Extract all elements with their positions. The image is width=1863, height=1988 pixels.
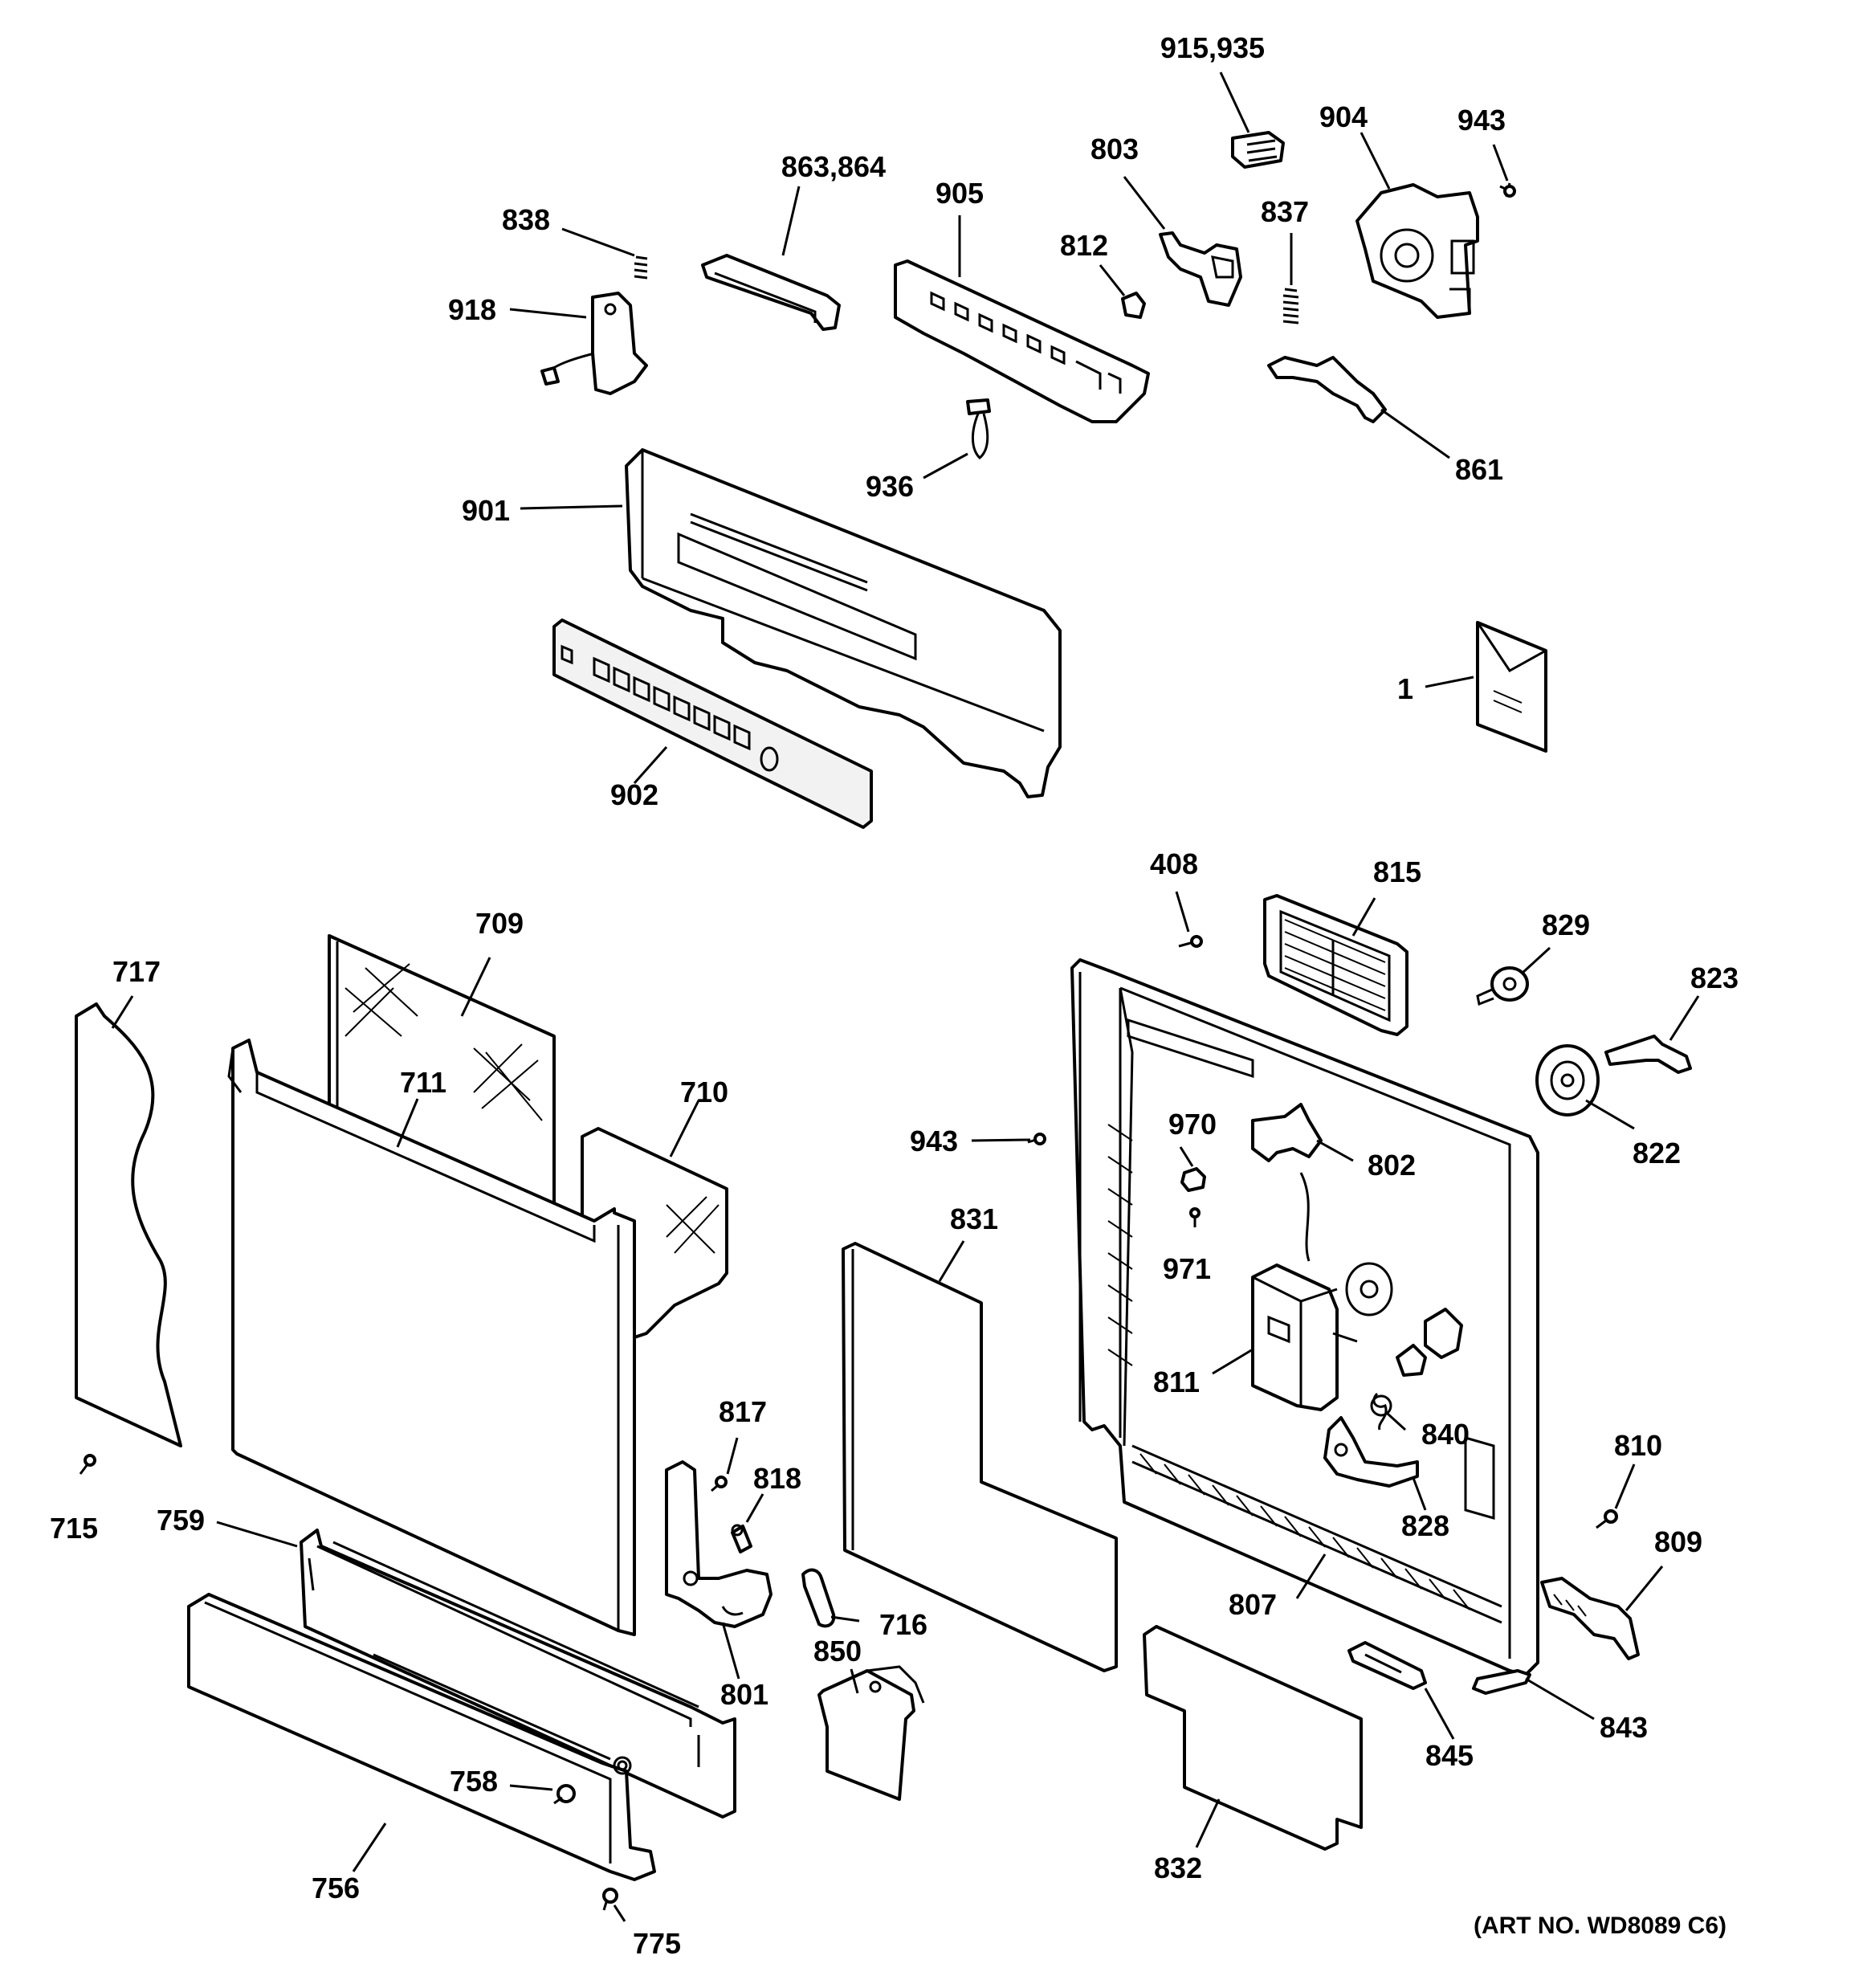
part-756-toe-kick [187, 1593, 656, 1881]
label-837: 837 [1261, 195, 1309, 228]
part-838-spring [561, 227, 648, 280]
label-812: 812 [1060, 229, 1108, 262]
label-904: 904 [1319, 100, 1368, 133]
label-970: 970 [1168, 1108, 1217, 1141]
label-717: 717 [112, 955, 161, 988]
label-802: 802 [1368, 1149, 1416, 1182]
part-408-screw [1175, 891, 1203, 948]
part-831-panel [842, 1240, 1118, 1672]
label-803: 803 [1090, 133, 1139, 165]
part-943-screw-top [1492, 144, 1516, 198]
label-408: 408 [1150, 847, 1198, 880]
label-918: 918 [448, 293, 496, 326]
label-809: 809 [1654, 1525, 1702, 1558]
part-850-bracket [817, 1665, 925, 1801]
part-832-insulation [1143, 1625, 1363, 1851]
label-756: 756 [312, 1872, 360, 1904]
label-831: 831 [950, 1202, 998, 1235]
part-810-screw [1596, 1463, 1636, 1529]
part-715-screw [79, 1454, 96, 1475]
callout-labels: 915,935 904 943 803 863,864 905 837 838 … [50, 31, 1739, 1960]
part-936-cable [923, 398, 991, 480]
label-850: 850 [813, 1635, 862, 1668]
part-905-control-board [894, 215, 1150, 423]
label-810: 810 [1614, 1429, 1662, 1462]
label-811: 811 [1153, 1365, 1200, 1398]
label-943-middle: 943 [910, 1125, 958, 1157]
part-759-bottom-trim [216, 1521, 736, 1819]
part-845-bracket [1347, 1641, 1455, 1740]
label-759: 759 [157, 1504, 205, 1537]
part-811-dispenser [1212, 1263, 1358, 1411]
label-843: 843 [1600, 1711, 1648, 1744]
part-809-hinge-arm [1540, 1565, 1664, 1660]
part-843-rod [1472, 1669, 1595, 1721]
part-802-latch [1251, 1103, 1354, 1162]
part-901-control-panel [625, 448, 1062, 798]
label-775: 775 [633, 1927, 681, 1960]
label-817: 817 [719, 1395, 767, 1428]
label-832: 832 [1154, 1851, 1202, 1884]
part-812-clip [1099, 264, 1146, 319]
part-775-screw [602, 1888, 626, 1922]
label-711: 711 [400, 1066, 446, 1099]
part-817-screw [711, 1437, 739, 1492]
label-715: 715 [50, 1512, 98, 1545]
part-902-nameplate [552, 618, 873, 829]
label-902: 902 [610, 778, 658, 811]
part-828-lever [1323, 1416, 1427, 1511]
label-971: 971 [1163, 1252, 1211, 1285]
part-829-knob [1476, 946, 1551, 1006]
part-971-screw [1189, 1207, 1201, 1227]
part-904-timer [1355, 132, 1479, 319]
label-845: 845 [1425, 1739, 1474, 1772]
label-807: 807 [1229, 1588, 1277, 1621]
label-936: 936 [866, 470, 914, 503]
part-863-864-bracket [701, 186, 841, 331]
part-837-spring [1282, 233, 1299, 325]
label-815: 815 [1373, 855, 1421, 888]
label-828: 828 [1401, 1509, 1449, 1542]
part-970-pad [1179, 1146, 1206, 1192]
part-823-arm [1604, 995, 1700, 1074]
part-861-lever [1267, 356, 1450, 459]
part-918-interlock [509, 292, 648, 395]
part-711-outer-panel [227, 1039, 636, 1636]
label-823: 823 [1690, 961, 1739, 994]
label-822: 822 [1633, 1137, 1681, 1170]
label-943-top: 943 [1457, 104, 1506, 137]
label-863-864: 863,864 [781, 150, 886, 183]
label-1: 1 [1397, 672, 1413, 705]
label-915-935: 915,935 [1160, 31, 1265, 64]
part-840-spring [1370, 1392, 1407, 1431]
label-709: 709 [475, 907, 524, 940]
label-861: 861 [1455, 453, 1503, 486]
part-818-bolt [731, 1493, 764, 1553]
part-815-vent [1263, 894, 1408, 1036]
label-758: 758 [450, 1765, 498, 1798]
part-943-screw-middle [971, 1133, 1046, 1145]
part-758-screw [509, 1784, 576, 1805]
leader-901 [520, 504, 623, 510]
label-901: 901 [462, 494, 510, 527]
part-717-side-trim [75, 995, 182, 1447]
part-801-hinge [665, 1460, 773, 1680]
part-716-link [801, 1568, 860, 1628]
label-801: 801 [720, 1678, 768, 1711]
label-710: 710 [680, 1076, 728, 1108]
label-829: 829 [1542, 908, 1590, 941]
label-716: 716 [879, 1608, 927, 1641]
part-803-switch [1123, 176, 1242, 307]
label-838: 838 [502, 203, 550, 236]
part-822-gear [1535, 1044, 1635, 1130]
part-915-935-connector [1219, 71, 1285, 169]
label-905: 905 [936, 177, 984, 210]
label-840: 840 [1421, 1418, 1470, 1451]
label-818: 818 [753, 1462, 801, 1495]
art-number: (ART NO. WD8089 C6) [1474, 1912, 1726, 1939]
part-1-literature [1425, 621, 1547, 753]
